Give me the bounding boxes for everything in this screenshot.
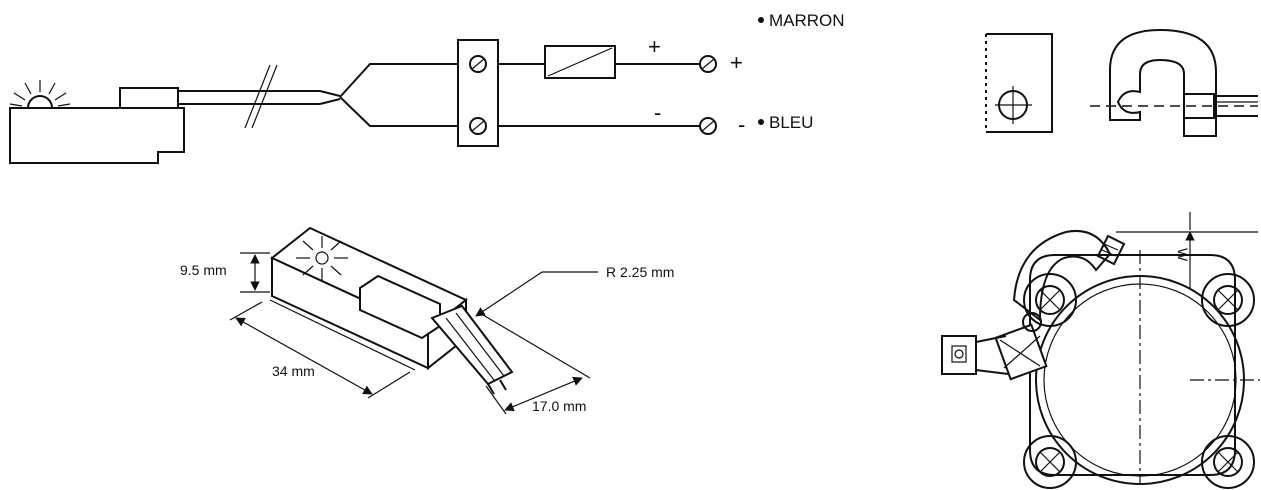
length-dimension: 34 mm [229,301,411,399]
negative-terminal [699,117,717,135]
corner-tie-rod-top-left [1023,273,1077,327]
terminal-minus-sign: - [738,112,745,137]
mounted-sensor [941,312,1048,381]
radius-dimension-label: R 2.25 mm [606,264,674,280]
terminal-plus-sign: + [730,50,743,75]
cylinder-mounting-view: W [941,212,1260,489]
load-plus-sign: + [648,34,661,59]
length-dimension-label: 34 mm [272,363,315,379]
corner-tie-rod-bottom-right [1201,435,1255,489]
height-dimension: 9.5 mm [180,252,270,293]
blue-wire-bullet [758,119,764,125]
clamp-front-view [985,33,1053,133]
load-minus-sign: - [654,100,661,125]
sensor-cable-iso [430,304,514,395]
blue-wire-label: BLEU [769,113,813,132]
offset-dimension: W [1116,212,1258,288]
radius-dimension: R 2.25 mm [475,264,674,317]
width-dimension-label: 17.0 mm [532,398,586,414]
clamp-side-view [1090,28,1258,137]
offset-dimension-label: W [1175,248,1191,262]
brown-wire-label: MARRON [769,11,845,30]
mounting-clamp-views [985,28,1258,137]
led-star-icon [296,236,348,280]
corner-tie-rod-top-right [1201,273,1255,327]
reed-sensor-side-view [9,80,185,164]
brown-wire-bullet [758,17,764,23]
led-indicator-icon [9,80,71,109]
sensor-isometric-view: 9.5 mm 34 mm 17.0 mm R 2.25 mm [180,226,674,415]
height-dimension-label: 9.5 mm [180,262,227,278]
sensor-cable [178,63,458,129]
load-relay-symbol [544,45,616,79]
positive-terminal [699,55,717,73]
wiring-diagram: + - + - MARRON BLEU [9,11,845,164]
terminal-block [457,39,499,147]
width-dimension: 17.0 mm [477,311,591,415]
